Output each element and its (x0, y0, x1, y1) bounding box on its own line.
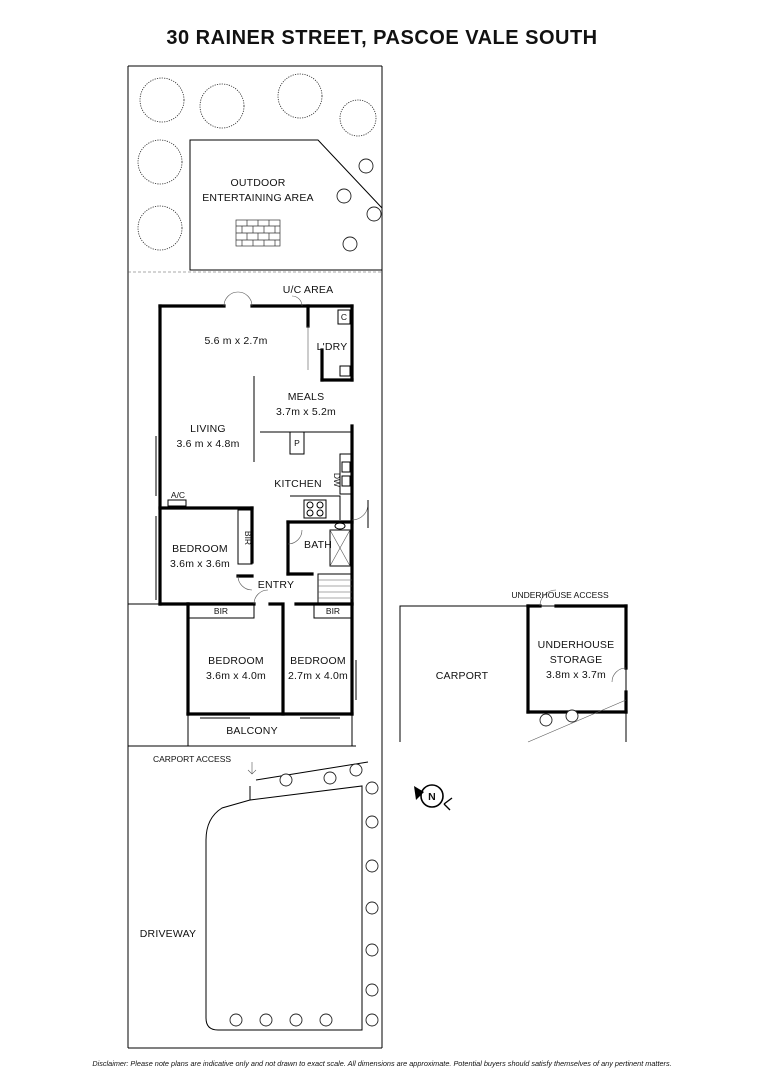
plan-title: 30 RAINER STREET, PASCOE VALE SOUTH (166, 27, 597, 49)
cooktop-icon (303, 499, 327, 519)
brick-icon (235, 219, 281, 247)
svg-text:N: N (428, 791, 436, 803)
living-label: LIVING (190, 423, 226, 435)
bir1-label: BIR (243, 531, 253, 545)
laundry-c-label: C (341, 312, 347, 322)
outdoor-label-2: ENTERTAINING AREA (202, 192, 314, 204)
bedroom2-label: BEDROOM (208, 655, 264, 667)
interior-details (128, 291, 383, 747)
family-dim: 5.6 m x 2.7m (204, 335, 267, 347)
driveway-area: CARPORT ACCESS DRIVEWAY (140, 754, 379, 1031)
bir2-label: BIR (214, 606, 228, 616)
underhouse-label-2: STORAGE (550, 654, 603, 666)
laundry-label: L'DRY (317, 341, 348, 353)
room-labels: 5.6 m x 2.7m L'DRY C MEALS 3.7m x 5.2m L… (170, 312, 348, 737)
bedroom1-dim: 3.6m x 3.6m (170, 558, 230, 570)
carport-label: CARPORT (436, 670, 489, 682)
dishwasher-label: DW (332, 473, 342, 487)
bedroom3-dim: 2.7m x 4.0m (288, 670, 348, 682)
underhouse-label-1: UNDERHOUSE (538, 639, 615, 651)
stairs (317, 573, 353, 605)
bedroom2-dim: 3.6m x 4.0m (206, 670, 266, 682)
underhouse-access-label: UNDERHOUSE ACCESS (511, 590, 609, 600)
carport-block: CARPORT UNDERHOUSE ACCESS UNDERHOUSE STO… (399, 589, 628, 743)
disclaimer: Disclaimer: Please note plans are indica… (92, 1059, 671, 1068)
living-dim: 3.6 m x 4.8m (176, 438, 239, 450)
outdoor-entertaining-area: OUTDOOR ENTERTAINING AREA (189, 139, 383, 271)
bedroom1-label: BEDROOM (172, 543, 228, 555)
bedroom3-label: BEDROOM (290, 655, 346, 667)
entry-label: ENTRY (258, 579, 294, 591)
balcony-label: BALCONY (226, 725, 278, 737)
ac-label: A/C (171, 490, 185, 500)
north-arrow-icon: N (414, 784, 453, 811)
meals-label: MEALS (288, 391, 325, 403)
pantry-label: P (294, 438, 300, 448)
house-walls (158, 304, 354, 716)
backyard-trees (137, 73, 382, 252)
meals-dim: 3.7m x 5.2m (276, 406, 336, 418)
outdoor-label-1: OUTDOOR (230, 177, 285, 189)
carport-access-label: CARPORT ACCESS (153, 754, 231, 764)
driveway-label: DRIVEWAY (140, 928, 196, 940)
bath-label: BATH (304, 539, 332, 551)
site-boundary (127, 65, 383, 1049)
uc-area-label: U/C AREA (283, 284, 334, 296)
kitchen-label: KITCHEN (274, 478, 322, 490)
underhouse-dim: 3.8m x 3.7m (546, 669, 606, 681)
bir3-label: BIR (326, 606, 340, 616)
